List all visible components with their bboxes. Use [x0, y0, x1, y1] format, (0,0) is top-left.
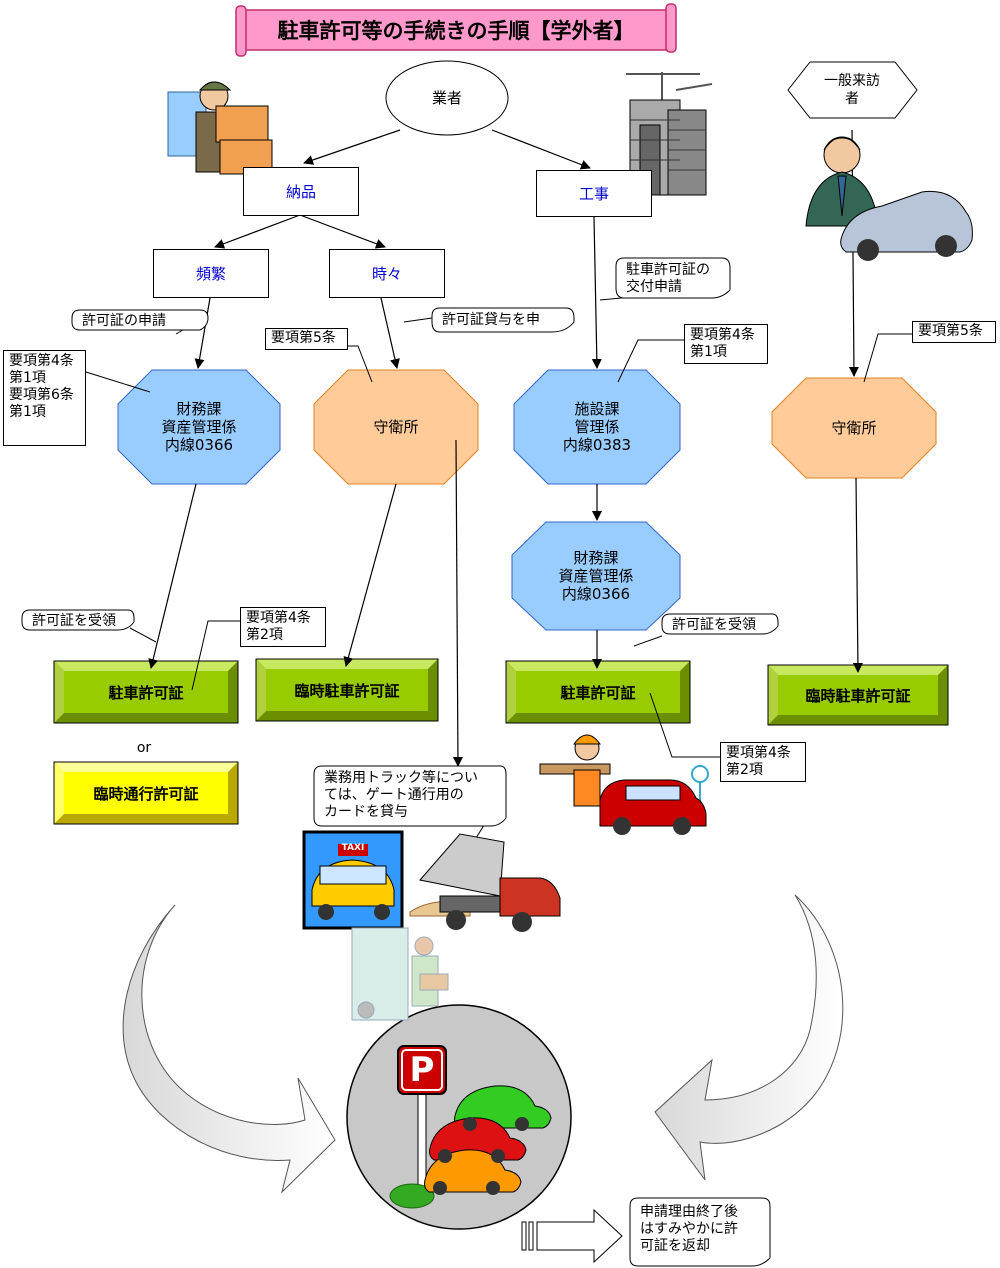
cycle-arrow-left [122, 904, 336, 1194]
taxi-sign-icon: TAXI [341, 843, 365, 853]
finance-office-1: 財務課 資産管理係 内線0366 [161, 400, 237, 454]
facility-office: 施設課 管理係 内線0383 [562, 400, 632, 454]
temp-parking-permit-2: 臨時駐車許可証 [805, 686, 911, 705]
contractor-label: 業者 [431, 89, 462, 107]
taxi-illustration [302, 830, 404, 930]
note-article-5-b: 要項第5条 [912, 321, 996, 343]
guard-station-2: 守衛所 [831, 419, 877, 437]
guard-octagon-2 [771, 377, 937, 479]
return-arrow [521, 1208, 623, 1264]
permit-bevel-4 [767, 664, 949, 726]
delivery-worker-illustration [167, 81, 273, 175]
callout-receive-2: 許可証を受領 [672, 617, 756, 633]
frequent-box: 頻繁 [153, 249, 269, 298]
worker-van-illustration [539, 734, 709, 835]
dump-truck-illustration [409, 833, 561, 932]
permit-bevel-2 [255, 658, 439, 722]
parking-illustration [346, 1004, 572, 1230]
note-article-4-6: 要項第4条 第1項 要項第6条 第1項 [3, 350, 86, 446]
callout-truck-card: 業務用トラック等につい ては、ゲート通行用の カードを貸与 [324, 770, 478, 820]
parking-sign-icon: P [409, 1050, 435, 1090]
permit-bevel-1 [53, 660, 239, 724]
callout-return-permit: 申請理由終了後 はすみやかに許 可証を返却 [640, 1204, 738, 1254]
note-article-4-2-b: 要項第4条 第2項 [720, 742, 806, 782]
flow-arrows [148, 129, 863, 767]
or-label: or [136, 740, 152, 756]
callout-bubbles [21, 257, 779, 1267]
note-article-4-1: 要項第4条 第1項 [684, 324, 768, 364]
temp-parking-permit-1: 臨時駐車許可証 [294, 681, 400, 700]
permit-bevel-yellow [53, 761, 239, 825]
occasional-box: 時々 [329, 249, 445, 298]
note-article-4-2-a: 要項第4条 第2項 [240, 607, 326, 647]
cycle-arrow-right [654, 894, 844, 1181]
guard-octagon-1 [313, 369, 479, 485]
callout-issue-request: 駐車許可証の 交付申請 [626, 262, 710, 295]
finance-office-2: 財務課 資産管理係 内線0366 [558, 549, 634, 603]
parking-permit-2: 駐車許可証 [560, 683, 636, 702]
parking-permit-1: 駐車許可証 [108, 683, 184, 702]
contractor-oval [385, 60, 509, 136]
delivery-box: 納品 [243, 167, 359, 216]
callout-permit-loan: 許可証貸与を申 [442, 312, 540, 328]
title-banner [235, 3, 677, 57]
callout-receive-1: 許可証を受領 [32, 613, 116, 629]
callout-permit-application: 許可証の申請 [82, 313, 166, 329]
visitor-label: 一般来訪 者 [824, 73, 880, 107]
page-title: 駐車許可等の手続きの手順【学外者】 [277, 19, 635, 43]
finance-octagon-2 [511, 521, 681, 631]
guard-station-1: 守衛所 [373, 418, 419, 436]
finance-octagon-1 [117, 369, 281, 485]
visitor-with-car-illustration [805, 136, 973, 261]
permit-bevel-3 [505, 660, 691, 724]
visitor-hexagon [787, 61, 918, 119]
facility-octagon [513, 369, 681, 485]
construction-box: 工事 [536, 170, 652, 217]
temp-pass-permit: 臨時通行許可証 [93, 784, 199, 803]
note-article-5-a: 要項第5条 [265, 328, 348, 350]
delivery-truck-illustration [351, 927, 449, 1021]
